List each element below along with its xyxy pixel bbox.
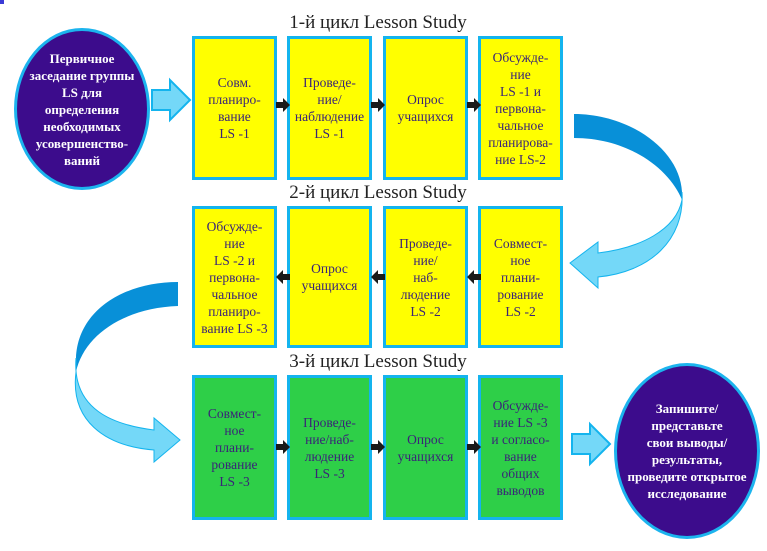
- step-text: Опрос учащихся: [397, 92, 454, 124]
- step-text: Проведе- ние/ наб- людение LS -2: [399, 235, 452, 319]
- cycle-1-step-2: Проведе- ние/ наблюдение LS -1: [287, 36, 372, 180]
- cycle-1-step-1: Совм. планиро- вание LS -1: [192, 36, 277, 180]
- cycle-3-step-2: Проведе- ние/наб- людение LS -3: [287, 375, 372, 520]
- step-text: Совмест- ное плани- рование LS -3: [207, 406, 262, 489]
- curved-arrow-right-icon: [569, 114, 683, 290]
- connector-arrow-icon: [276, 98, 290, 112]
- start-oval: Первичное заседание группы LS для опреде…: [14, 28, 150, 190]
- start-oval-text: Первичное заседание группы LS для опреде…: [29, 50, 135, 168]
- step-text: Проведе- ние/ наблюдение LS -1: [294, 75, 365, 141]
- cycle-1-step-4: Обсужде- ние LS -1 и первона- чальное пл…: [478, 36, 563, 180]
- connector-arrow-left-icon: [371, 270, 385, 284]
- end-oval: Запишите/ представьте свои выводы/ резул…: [614, 363, 760, 539]
- connector-arrow-icon: [371, 440, 385, 454]
- cycle-2-step-1: Обсужде- ние LS -2 и первона- чальное пл…: [192, 206, 277, 348]
- step-text: Совм. планиро- вание LS -1: [208, 75, 261, 141]
- step-text: Проведе- ние/наб- людение LS -3: [303, 414, 356, 481]
- cycle-2-step-2: Опрос учащихся: [287, 206, 372, 348]
- start-arrow-icon: [151, 77, 192, 123]
- end-arrow-icon: [571, 421, 612, 467]
- cycle-1-title: 1-й цикл Lesson Study: [289, 12, 467, 33]
- step-text: Обсужде- ние LS -1 и первона- чальное пл…: [488, 49, 553, 167]
- cycle-2-title: 2-й цикл Lesson Study: [289, 182, 467, 203]
- connector-arrow-icon: [467, 440, 481, 454]
- step-text: Опрос учащихся: [397, 431, 454, 464]
- cycle-2-step-3: Проведе- ние/ наб- людение LS -2: [383, 206, 468, 348]
- connector-arrow-icon: [371, 98, 385, 112]
- step-text: Обсужде- ние LS -2 и первона- чальное пл…: [201, 218, 268, 336]
- cycle-3-step-3: Опрос учащихся: [383, 375, 468, 520]
- connector-arrow-left-icon: [467, 270, 481, 284]
- step-text: Совмест- ное плани- рование LS -2: [493, 235, 548, 319]
- cycle-2-step-4: Совмест- ное плани- рование LS -2: [478, 206, 563, 348]
- connector-arrow-icon: [467, 98, 481, 112]
- cycle-3-step-4: Обсужде- ние LS -3 и согласо- вание общи…: [478, 375, 563, 520]
- cycle-3-title: 3-й цикл Lesson Study: [289, 351, 467, 372]
- connector-arrow-icon: [276, 440, 290, 454]
- cycle-1-step-3: Опрос учащихся: [383, 36, 468, 180]
- corner-marker: [0, 0, 4, 4]
- curved-arrow-left-icon: [74, 282, 181, 464]
- connector-arrow-left-icon: [276, 270, 290, 284]
- step-text: Опрос учащихся: [301, 261, 358, 293]
- cycle-3-step-1: Совмест- ное плани- рование LS -3: [192, 375, 277, 520]
- step-text: Обсужде- ние LS -3 и согласо- вание общи…: [491, 397, 550, 498]
- end-oval-text: Запишите/ представьте свои выводы/ резул…: [627, 401, 747, 501]
